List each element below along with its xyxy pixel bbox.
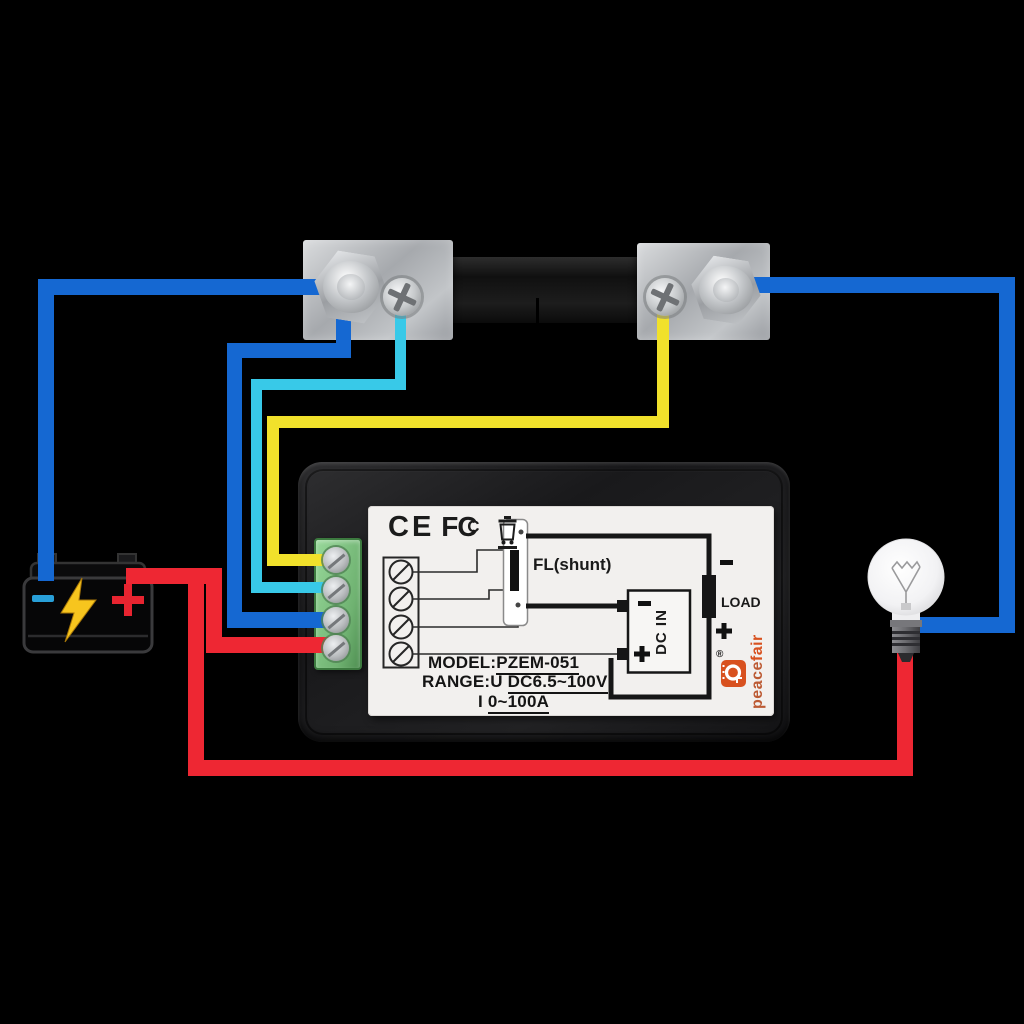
wire-blue-meter-terminal3-entry <box>227 612 340 628</box>
load-plus-symbol <box>716 623 732 639</box>
range-label: RANGE:U <box>422 672 503 691</box>
wire-red-bulb-vertical <box>897 642 913 776</box>
meter-terminal-screw-2 <box>323 577 349 603</box>
wire-cyan-vertical <box>251 379 262 593</box>
wire-cyan-horizontal <box>251 379 406 390</box>
battery-icon <box>22 553 154 654</box>
diagram-load-resistor <box>702 575 716 618</box>
fl-shunt-label: FL(shunt) <box>533 555 611 574</box>
meter-terminal-screw-1 <box>323 547 349 573</box>
peacefair-wordmark: peacefair <box>749 634 766 709</box>
dc-in-minus-symbol <box>638 601 651 606</box>
ce-mark: CE <box>388 511 435 543</box>
model-value: PZEM-051 <box>496 653 580 675</box>
current-line: I 0~100A <box>478 692 550 714</box>
wire-red-bottom-horizontal <box>188 760 913 776</box>
shunt-resistance-bar <box>445 257 645 323</box>
bulb-tip <box>898 653 914 662</box>
wire-cyan-shunt-screw-drop <box>395 310 406 390</box>
battery-body <box>22 576 154 654</box>
wire-red-meter-terminal4-entry <box>206 637 342 653</box>
diagram-terminal-screws <box>388 559 414 667</box>
wire-blue-shunt-to-battery-horizontal <box>38 279 346 295</box>
wire-blue-bulb-entry <box>916 617 1015 633</box>
bulb-collar <box>890 620 922 627</box>
wire-yellow-shunt-screw-drop <box>657 312 669 428</box>
wire-blue-shunt-to-bulb-vertical <box>999 277 1015 633</box>
light-bulb-icon <box>867 538 945 662</box>
wire-yellow-meter-terminal1-entry <box>267 554 338 566</box>
label-circuit-diagram: FL(shunt) D <box>382 518 766 709</box>
wire-blue-shunt-to-battery-vertical <box>38 279 54 581</box>
shunt-left-sense-screw <box>383 278 421 316</box>
wire-red-meter-branch-vertical <box>206 568 222 653</box>
dc-in-label: DC IN <box>653 609 670 655</box>
shunt-right-sense-screw <box>646 278 684 316</box>
load-label: LOAD <box>721 594 761 610</box>
range-value: DC6.5~100V <box>507 672 608 694</box>
shunt-bar-notch <box>536 298 539 323</box>
wire-yellow-horizontal <box>267 416 669 428</box>
wire-blue-shunt-to-meter-vertical <box>227 343 242 628</box>
wire-red-bulb-branch-vertical <box>188 574 204 776</box>
bulb-glass <box>867 538 945 616</box>
wire-yellow-vertical <box>267 416 279 566</box>
load-minus-symbol <box>720 560 733 565</box>
meter-terminal-screw-3 <box>323 607 349 633</box>
current-label: I <box>478 692 483 711</box>
battery-minus-symbol <box>32 595 54 602</box>
diagram-load-loop <box>526 533 712 700</box>
bulb-pinch <box>901 603 911 610</box>
wire-blue-shunt-to-bulb-horizontal <box>737 277 1015 293</box>
model-label: MODEL: <box>428 653 497 672</box>
meter-terminal-screw-4 <box>323 635 349 661</box>
model-line: MODEL:PZEM-051 <box>428 653 580 675</box>
wire-cyan-meter-terminal2-entry <box>251 582 338 593</box>
range-line: RANGE:U DC6.5~100V <box>422 672 608 694</box>
wire-blue-shunt-to-meter-horizontal <box>227 343 351 358</box>
registered-mark: ® <box>716 649 724 660</box>
bulb-base-ridges <box>892 631 920 646</box>
diagram-terminal-box <box>382 556 420 669</box>
peacefair-logo <box>721 660 746 687</box>
lightning-bolt-icon <box>60 577 97 643</box>
current-value: 0~100A <box>487 692 550 714</box>
diagram-dc-in-box: DC IN <box>617 589 692 674</box>
dc-in-plus-symbol <box>634 646 650 662</box>
battery-plus-symbol <box>112 584 144 616</box>
weee-bin-icon <box>497 516 517 549</box>
